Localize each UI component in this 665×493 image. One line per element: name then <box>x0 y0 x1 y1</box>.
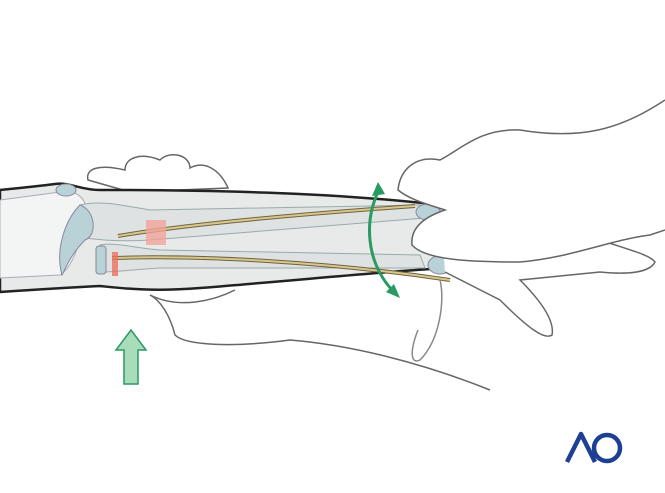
supporting-hand-bottom <box>149 294 491 391</box>
supporting-hand-fingers <box>149 289 236 304</box>
fracture-marker-radius <box>112 252 118 276</box>
ao-logo <box>564 431 623 464</box>
traction-cord <box>411 279 443 362</box>
fracture-marker-ulna <box>146 220 166 245</box>
radial-nail-core <box>111 256 451 281</box>
olecranon <box>55 183 77 197</box>
push-up-arrow-icon <box>114 328 148 385</box>
radial-head <box>95 245 107 275</box>
elbow-joint-cartilage <box>59 204 94 277</box>
surgeon-hand <box>397 99 665 263</box>
supporting-hand-top <box>86 153 230 193</box>
rotation-arrow-icon <box>368 182 400 298</box>
